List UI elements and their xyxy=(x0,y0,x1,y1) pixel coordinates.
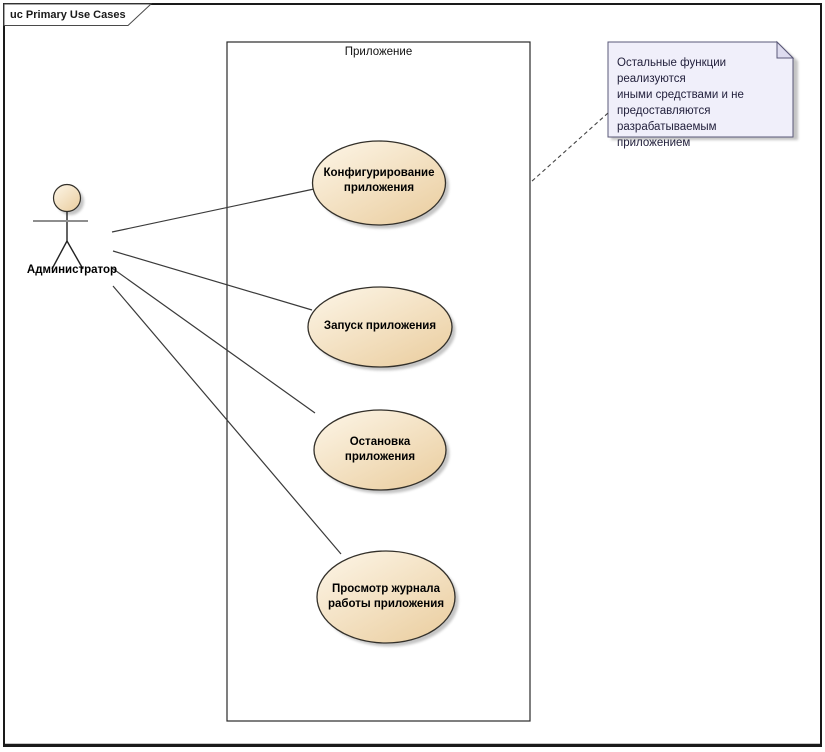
usecase-label-line: Конфигурирование xyxy=(323,167,435,179)
usecase-configure-label: Конфигурирование приложения xyxy=(304,166,454,196)
usecase-stop-label: Остановка приложения xyxy=(305,435,455,465)
note-text-line: разрабатываемым приложением xyxy=(617,121,717,149)
usecase-start-label: Запуск приложения xyxy=(305,319,455,334)
usecase-label-line: Просмотр журнала xyxy=(332,583,440,595)
usecase-start[interactable] xyxy=(307,286,453,368)
usecase-label-line: Остановка xyxy=(349,436,411,448)
usecase-stop[interactable] xyxy=(313,409,447,491)
association-log[interactable] xyxy=(112,285,342,555)
usecase-label-line: приложения xyxy=(343,182,415,194)
frame-title: uc Primary Use Cases xyxy=(10,9,126,21)
note-fold-corner-icon xyxy=(776,40,795,59)
note-attachment-link[interactable] xyxy=(530,112,609,183)
note-text-line: предоставляются xyxy=(617,105,711,117)
actor-head-icon xyxy=(52,183,82,213)
actor-left-leg-icon xyxy=(51,240,68,270)
usecase-label-line: приложения xyxy=(344,451,416,463)
note-text: Остальные функции реализуются иными сред… xyxy=(617,55,793,151)
usecase-configure[interactable] xyxy=(311,140,447,226)
note[interactable] xyxy=(607,41,794,138)
actor-administrator[interactable] xyxy=(33,183,88,270)
note-text-line: Остальные функции реализуются xyxy=(617,57,727,85)
actor-right-leg-icon xyxy=(66,240,84,270)
association-configure[interactable] xyxy=(111,188,315,233)
usecase-label-line: работы приложения xyxy=(327,598,445,610)
frame-label-tab xyxy=(3,3,153,26)
association-start[interactable] xyxy=(112,250,313,311)
usecase-label-line: Запуск приложения xyxy=(323,320,437,332)
note-text-line: иными средствами и не xyxy=(617,89,744,101)
usecase-log[interactable] xyxy=(316,550,456,644)
usecase-log-label: Просмотр журнала работы приложения xyxy=(311,582,461,612)
actor-label: Администратор xyxy=(26,264,118,276)
association-stop[interactable] xyxy=(111,267,316,414)
system-boundary-label: Приложение xyxy=(344,46,413,58)
